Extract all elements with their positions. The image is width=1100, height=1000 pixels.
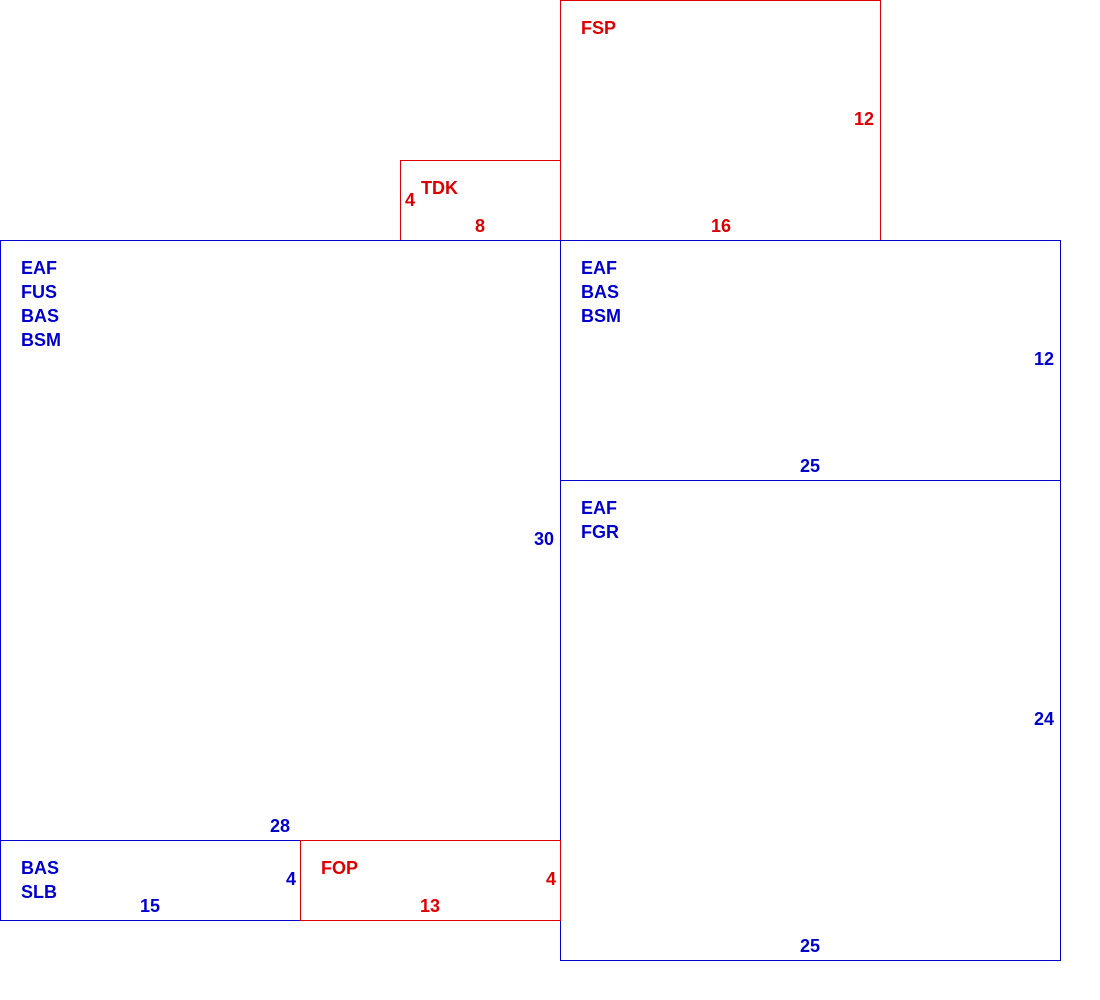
room-main-label-3: BAS — [21, 306, 60, 326]
room-east-label-1: EAF — [581, 258, 617, 278]
room-slb-labels: BAS SLB — [21, 856, 59, 904]
room-fsp-label-1: FSP — [581, 18, 617, 38]
room-main-height: 30 — [533, 529, 555, 549]
room-main-labels: EAF FUS BAS BSM — [21, 256, 61, 352]
room-east-height: 12 — [1033, 349, 1055, 369]
room-slb-width: 15 — [139, 896, 161, 916]
room-fsp-height: 12 — [853, 109, 875, 129]
room-tdk-height: 4 — [404, 190, 416, 210]
room-main: EAF FUS BAS BSM 28 30 — [0, 240, 561, 841]
room-southeast-label-2: FGR — [581, 522, 619, 542]
room-slb: BAS SLB 15 4 — [0, 840, 301, 921]
room-main-label-1: EAF — [21, 258, 57, 278]
room-fsp: FSP 16 12 — [560, 0, 881, 241]
room-southeast-labels: EAF FGR — [581, 496, 619, 544]
room-fop-labels: FOP — [321, 856, 358, 880]
room-main-width: 28 — [269, 816, 291, 836]
room-southeast-height: 24 — [1033, 709, 1055, 729]
room-east: EAF BAS BSM 25 12 — [560, 240, 1061, 481]
room-southeast: EAF FGR 25 24 — [560, 480, 1061, 961]
room-slb-label-2: SLB — [21, 882, 57, 902]
room-fop-label-1: FOP — [321, 858, 359, 878]
room-east-labels: EAF BAS BSM — [581, 256, 621, 328]
room-fop: FOP 13 4 — [300, 840, 561, 921]
room-tdk-width: 8 — [474, 216, 486, 236]
room-east-label-2: BAS — [581, 282, 620, 302]
room-tdk-label-1: TDK — [421, 178, 458, 198]
room-southeast-label-1: EAF — [581, 498, 617, 518]
room-fop-width: 13 — [419, 896, 441, 916]
room-tdk: TDK 8 4 — [400, 160, 561, 241]
room-slb-height: 4 — [285, 869, 297, 889]
room-main-label-4: BSM — [21, 330, 61, 350]
room-east-width: 25 — [799, 456, 821, 476]
room-tdk-labels: TDK — [421, 176, 458, 200]
room-main-label-2: FUS — [21, 282, 57, 302]
room-east-label-3: BSM — [581, 306, 621, 326]
room-slb-label-1: BAS — [21, 858, 60, 878]
room-fop-height: 4 — [545, 869, 557, 889]
room-fsp-width: 16 — [710, 216, 732, 236]
room-southeast-width: 25 — [799, 936, 821, 956]
room-fsp-labels: FSP — [581, 16, 616, 40]
